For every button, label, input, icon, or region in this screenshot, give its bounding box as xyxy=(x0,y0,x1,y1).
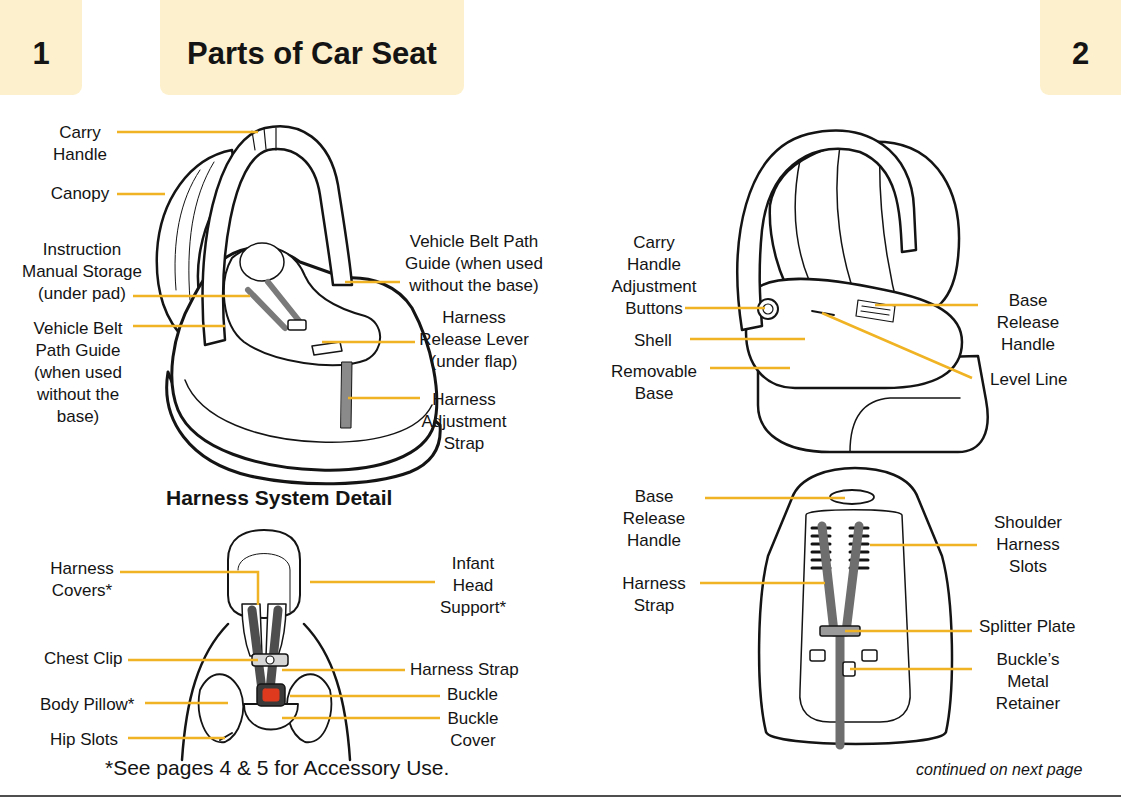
section-heading: Harness System Detail xyxy=(166,487,392,509)
tab-text: 1 xyxy=(32,36,49,72)
part-label: Harness Strap xyxy=(612,573,696,617)
part-label: Harness Adjustment Strap xyxy=(412,389,516,455)
carry-handle xyxy=(737,131,916,330)
part-label: Base Release Handle xyxy=(986,290,1070,356)
leader-lines xyxy=(117,132,978,738)
seat-outline xyxy=(759,468,952,744)
part-label: Instruction Manual Storage (under pad) xyxy=(16,239,148,305)
part-label: Splitter Plate xyxy=(979,616,1075,638)
tab-text: Parts of Car Seat xyxy=(187,36,437,72)
release-flap xyxy=(312,342,342,355)
part-label: Hip Slots xyxy=(50,729,118,751)
part-label: Body Pillow* xyxy=(40,694,135,716)
part-label: Carry Handle Adjustment Buttons xyxy=(606,232,702,320)
adjustment-strap xyxy=(341,362,352,428)
section-tab: 1 xyxy=(0,0,82,95)
part-label: Harness Release Lever (under flap) xyxy=(412,307,536,373)
page-note: continued on next page xyxy=(916,759,1082,781)
chest-clip-button xyxy=(266,656,274,664)
shell-rim xyxy=(185,380,432,442)
section-tab: Parts of Car Seat xyxy=(160,0,464,95)
part-label: Removable Base xyxy=(606,361,702,405)
part-label: Harness Covers* xyxy=(42,558,122,602)
base-release-handle xyxy=(856,300,895,322)
part-label: Shoulder Harness Slots xyxy=(984,512,1072,578)
part-label: Base Release Handle xyxy=(612,486,696,552)
buckle xyxy=(288,320,306,330)
part-label: Shell xyxy=(634,330,672,352)
head-support xyxy=(240,243,284,281)
bottom-rule xyxy=(0,795,1121,797)
part-label: Vehicle Belt Path Guide (when used witho… xyxy=(394,231,554,297)
head-support-inner xyxy=(238,554,290,613)
base-cutout xyxy=(850,398,960,452)
section-tab: 2 xyxy=(1040,0,1121,95)
part-label: Buckle’s Metal Retainer xyxy=(986,649,1070,715)
part-label: Level Line xyxy=(990,369,1068,391)
part-label: Vehicle Belt Path Guide (when used witho… xyxy=(26,318,130,428)
part-label: Chest Clip xyxy=(44,648,122,670)
bottom-slot xyxy=(862,650,877,661)
part-label: Harness Strap xyxy=(410,659,519,681)
body-pillow xyxy=(199,674,332,742)
shell xyxy=(746,279,962,388)
infant-head-support xyxy=(228,530,300,618)
part-label: Infant Head Support* xyxy=(432,553,514,619)
harness-straps xyxy=(252,610,278,690)
part-label: Buckle xyxy=(447,684,498,706)
part-label: Carry Handle xyxy=(40,122,120,166)
bottom-slot xyxy=(810,650,825,661)
buckle xyxy=(257,684,285,706)
buckle-button xyxy=(263,689,279,701)
part-label: Buckle Cover xyxy=(433,708,513,752)
part-label: Canopy xyxy=(30,183,130,205)
footnote: *See pages 4 & 5 for Accessory Use. xyxy=(105,757,449,779)
tab-text: 2 xyxy=(1072,36,1089,72)
carry-handle xyxy=(203,126,353,345)
